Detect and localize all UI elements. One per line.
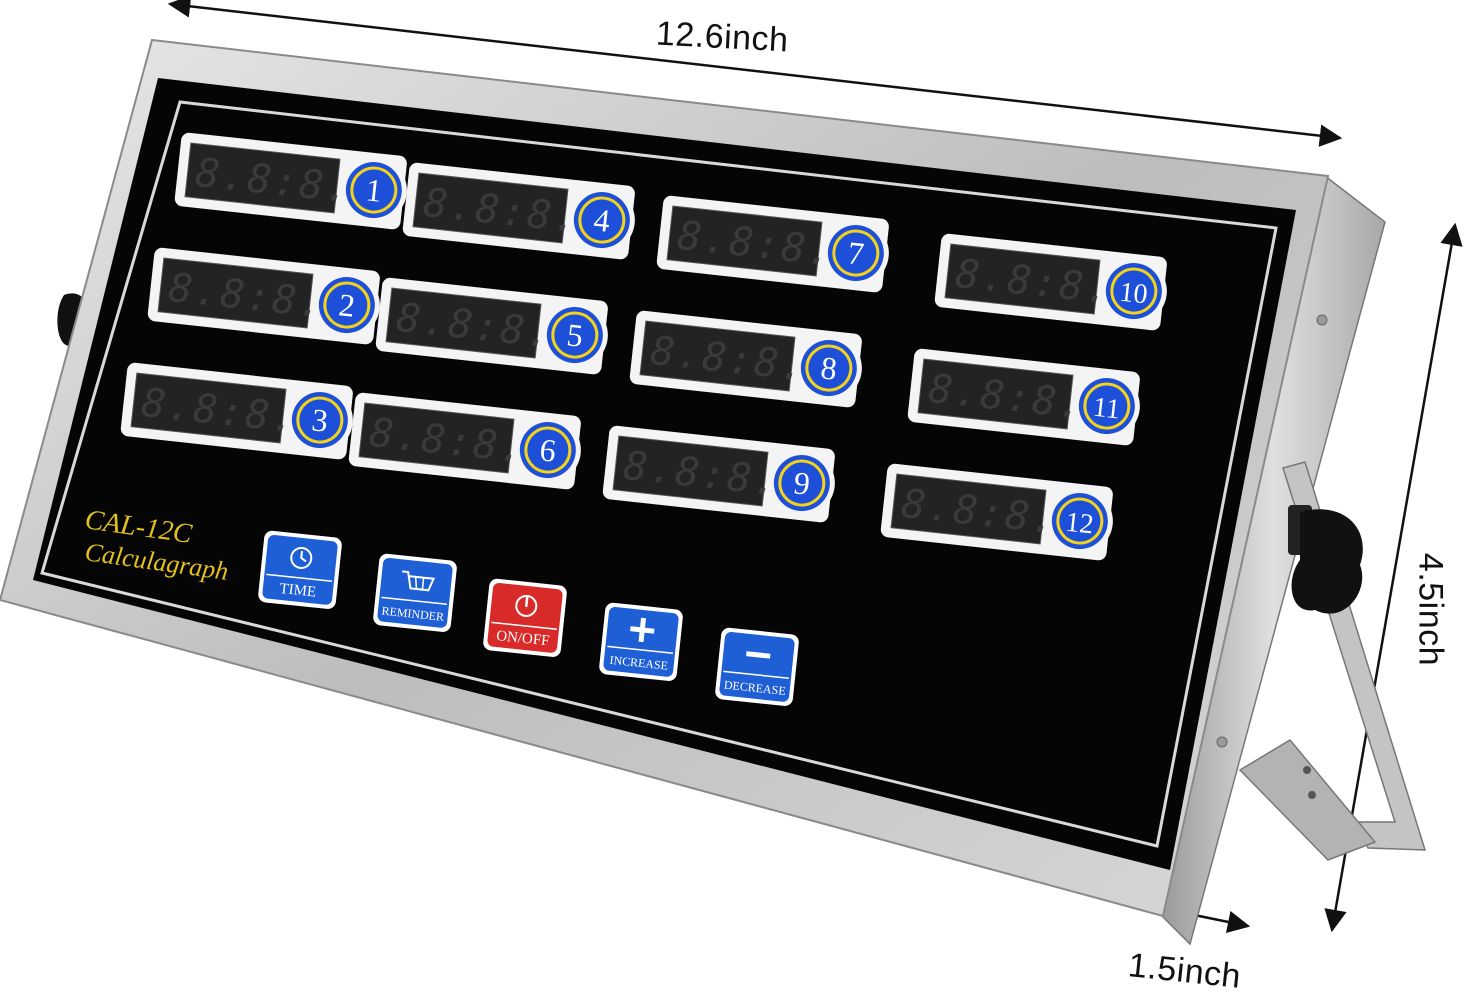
timer-11-button[interactable] <box>1076 375 1138 437</box>
timer-number: 7 <box>846 234 866 272</box>
timer-number: 2 <box>337 286 357 324</box>
timer-number: 9 <box>792 464 812 502</box>
width-dimension-arrow <box>167 0 1343 147</box>
timer-5: 8.8:8.85 <box>375 277 608 375</box>
timer-7-button[interactable] <box>825 222 887 284</box>
timer-3-button[interactable] <box>289 389 351 451</box>
stand-foot <box>1238 739 1377 861</box>
timer-6: 8.8:8.86 <box>348 392 581 490</box>
minus-icon <box>746 651 771 659</box>
button-label: DECREASE <box>723 678 786 698</box>
timer-1: 8.8:8.81 <box>174 132 407 230</box>
timer-2-button[interactable] <box>316 274 378 336</box>
timer-grid: 8.8:8.81 8.8:8.82 8.8:8.83 8.8:8.84 8.8:8.85… <box>120 132 1167 561</box>
timer-number: 3 <box>310 401 330 439</box>
panel-inner-border <box>40 100 1278 848</box>
timer-display <box>666 205 823 277</box>
plus-icon <box>630 617 655 643</box>
timer-8: 8.8:8.88 <box>629 310 862 408</box>
width-label: 12.6inch <box>655 14 790 60</box>
timer-12-button[interactable] <box>1049 490 1111 552</box>
timer-9-button[interactable] <box>771 452 833 514</box>
timer-number: 11 <box>1092 392 1122 426</box>
timer-display <box>612 435 769 507</box>
timer-number: 6 <box>538 431 558 469</box>
button-label: TIME <box>279 581 317 601</box>
button-label: INCREASE <box>609 653 669 673</box>
decrease-button[interactable]: DECREASE <box>714 627 799 707</box>
timer-4-button[interactable] <box>571 189 633 251</box>
timer-11: 8.8:8.811 <box>907 348 1140 446</box>
power-icon <box>515 594 538 617</box>
timer-2: 8.8:8.82 <box>147 247 380 345</box>
height-label: 4.5inch <box>1411 552 1450 667</box>
right-knob[interactable] <box>1288 505 1363 614</box>
timer-display <box>157 257 314 329</box>
timer-6-button[interactable] <box>517 419 579 481</box>
timer-display <box>917 358 1074 430</box>
button-label: ON/OFF <box>495 628 550 649</box>
timer-3: 8.8:8.83 <box>120 362 353 460</box>
height-dimension-arrow <box>1324 222 1463 933</box>
timer-display <box>130 372 287 444</box>
timer-number: 1 <box>364 171 384 209</box>
timer-display <box>944 243 1101 315</box>
timer-4: 8.8:8.84 <box>402 162 635 260</box>
clock-icon <box>290 546 313 569</box>
timer-number: 5 <box>565 316 585 354</box>
timer-number: 12 <box>1064 507 1095 541</box>
timer-display <box>385 287 542 359</box>
timer-number: 4 <box>592 201 612 239</box>
timer-10-button[interactable] <box>1103 260 1165 322</box>
timer-display <box>639 320 796 392</box>
timer-number: 8 <box>819 349 839 387</box>
timer-display <box>358 402 515 474</box>
timer-7: 8.8:8.87 <box>656 195 889 293</box>
control-buttons: TIME REMINDER ON/OFF INCREASE DECREASE <box>257 530 799 707</box>
timer-display <box>184 142 341 214</box>
timer-5-button[interactable] <box>544 304 606 366</box>
timer-1-button[interactable] <box>343 159 405 221</box>
reminder-button[interactable]: REMINDER <box>372 553 457 633</box>
timer-display <box>412 172 569 244</box>
button-label: REMINDER <box>381 604 445 624</box>
timer-9: 8.8:8.89 <box>602 425 835 523</box>
timer-display <box>890 473 1047 545</box>
timer-8-button[interactable] <box>798 337 860 399</box>
timer-10: 8.8:8.810 <box>934 233 1167 331</box>
increase-button[interactable]: INCREASE <box>598 602 683 682</box>
timer-number: 10 <box>1118 277 1149 311</box>
basket-icon <box>402 570 436 592</box>
onoff-button[interactable]: ON/OFF <box>482 578 567 658</box>
time-button[interactable]: TIME <box>257 530 342 610</box>
timer-12: 8.8:8.812 <box>880 463 1113 561</box>
